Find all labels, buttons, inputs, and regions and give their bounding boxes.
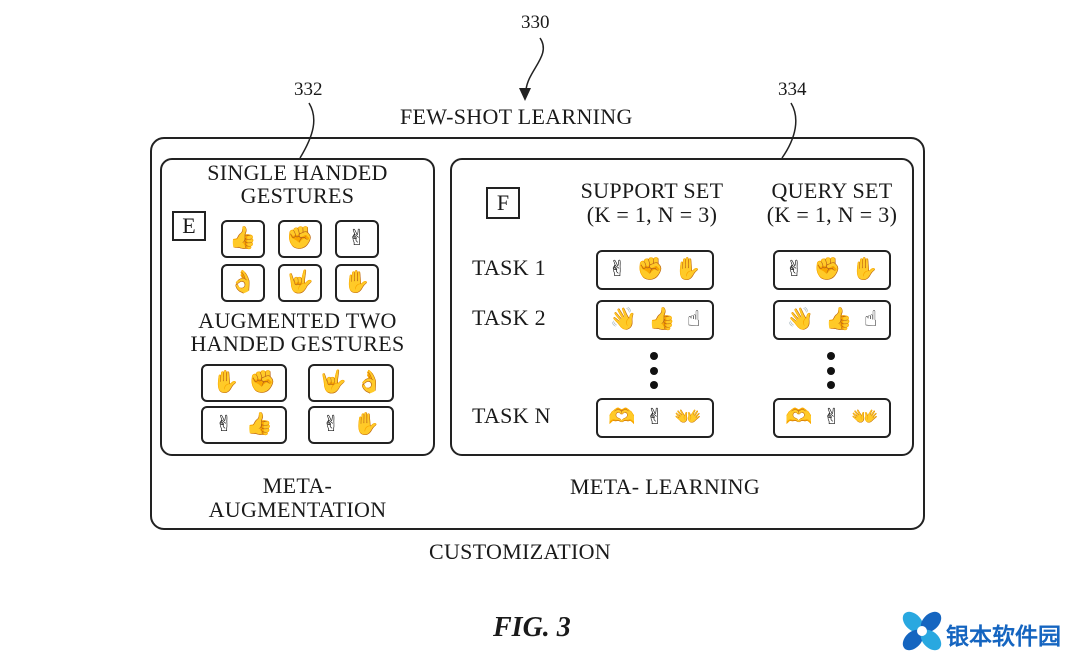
ellipsis-dot [827,367,835,375]
thumbs-up-icon: 👍 [245,412,273,437]
single-handed-heading-line2: GESTURES [240,183,355,208]
two-handed-gesture-card: ✌👍 [201,406,287,444]
meta-augmentation-caption: META- AUGMENTATION [160,474,435,522]
victory-hand-icon: ✌ [645,405,665,430]
task-label: TASK 1 [472,255,546,280]
single-gesture-card: ✌ [335,220,379,258]
single-gesture-card: 👌 [221,264,265,302]
ref-numeral-330: 330 [521,12,550,33]
few-shot-learning-box [150,137,925,530]
ref-numeral-334: 334 [778,79,807,100]
meta-learning-caption: META- LEARNING [570,474,761,499]
raised-hand-icon: ✋ [851,257,879,282]
leader-line-332 [299,102,315,159]
single-gesture-card: 🤟 [278,264,322,302]
watermark-logo-icon [900,609,944,653]
two-handed-heading-line1: AUGMENTED TWO [198,308,397,333]
pointing-up-icon: ☝ [864,307,878,332]
ellipsis-dot [827,381,835,389]
thumbs-up-icon: 👍 [648,307,676,332]
raised-hand-icon: ✋ [352,412,380,437]
ellipsis-dot [650,352,658,360]
query-set-card: 🫶 ✌ 👐 [773,398,891,438]
victory-hand-icon: ✌ [608,257,627,282]
task-label: TASK 2 [472,305,546,330]
victory-hand-icon: ✌ [347,226,367,251]
fist-icon: ✊ [813,257,842,282]
query-set-title: QUERY SET [771,178,893,203]
love-you-hand-icon: 🤟 [286,270,314,295]
task-label: TASK N [472,403,551,428]
leader-line-330 [525,37,545,91]
victory-hand-icon: ✌ [822,405,842,430]
query-set-card: ✌ ✊ ✋ [773,250,891,290]
ellipsis-dot [650,381,658,389]
ok-hand-icon: 👌 [355,370,383,395]
fist-icon: ✊ [248,370,276,395]
single-gesture-card: ✋ [335,264,379,302]
customization-caption: CUSTOMIZATION [429,539,611,564]
arrowhead-330 [519,88,531,101]
query-set-params: (K = 1, N = 3) [766,202,898,227]
heart-hands-icon: 🫶 [785,405,813,430]
meta-augmentation-panel [160,158,435,456]
thumbs-up-icon: 👍 [229,226,257,251]
waving-hand-icon: 👋 [786,307,814,332]
support-set-params: (K = 1, N = 3) [586,202,718,227]
two-handed-heading: AUGMENTED TWO HANDED GESTURES [160,309,435,355]
support-set-title: SUPPORT SET [580,178,724,203]
diagram-title: FEW-SHOT LEARNING [400,104,633,129]
victory-hand-icon: ✌ [785,257,804,282]
support-set-card: 🫶 ✌ 👐 [596,398,714,438]
fist-icon: ✊ [286,226,314,251]
single-gesture-card: ✊ [278,220,322,258]
meta-learning-panel [450,158,914,456]
support-set-card: ✌ ✊ ✋ [596,250,714,290]
victory-hand-icon: ✌ [322,412,341,437]
two-handed-gesture-card: 🤟👌 [308,364,394,402]
support-set-card: 👋 👍 ☝ [596,300,714,340]
pointing-up-icon: ☝ [687,307,701,332]
ellipsis-dot [827,352,835,360]
watermark-text: 银本软件园 [946,624,1061,650]
victory-hand-icon: ✌ [215,412,234,437]
two-handed-gesture-card: ✌✋ [308,406,394,444]
two-handed-heading-line2: HANDED GESTURES [190,331,405,356]
query-set-card: 👋 👍 ☝ [773,300,891,340]
thumbs-up-icon: 👍 [825,307,853,332]
single-handed-heading: SINGLE HANDED GESTURES [160,161,435,207]
raised-hand-icon: ✋ [674,257,702,282]
fist-icon: ✊ [636,257,665,282]
raised-hand-icon: ✋ [212,370,240,395]
single-handed-heading-line1: SINGLE HANDED [207,160,388,185]
raised-hand-icon: ✋ [343,270,371,295]
open-hands-icon: 👐 [851,405,879,430]
ref-numeral-332: 332 [294,79,323,100]
meta-augmentation-caption-line2: AUGMENTATION [208,497,387,522]
ellipsis-dot [650,367,658,375]
support-set-header: SUPPORT SET (K = 1, N = 3) [562,179,742,227]
query-set-header: QUERY SET (K = 1, N = 3) [752,179,912,227]
love-you-hand-icon: 🤟 [319,370,347,395]
marker-f: F [486,187,520,219]
heart-hands-icon: 🫶 [608,405,636,430]
waving-hand-icon: 👋 [609,307,637,332]
single-gesture-card: 👍 [221,220,265,258]
marker-e: E [172,211,206,241]
open-hands-icon: 👐 [674,405,702,430]
figure-label: FIG. 3 [493,612,571,643]
leader-line-334 [781,102,797,159]
ok-hand-icon: 👌 [229,270,257,295]
meta-augmentation-caption-line1: META- [262,473,333,498]
two-handed-gesture-card: ✋✊ [201,364,287,402]
